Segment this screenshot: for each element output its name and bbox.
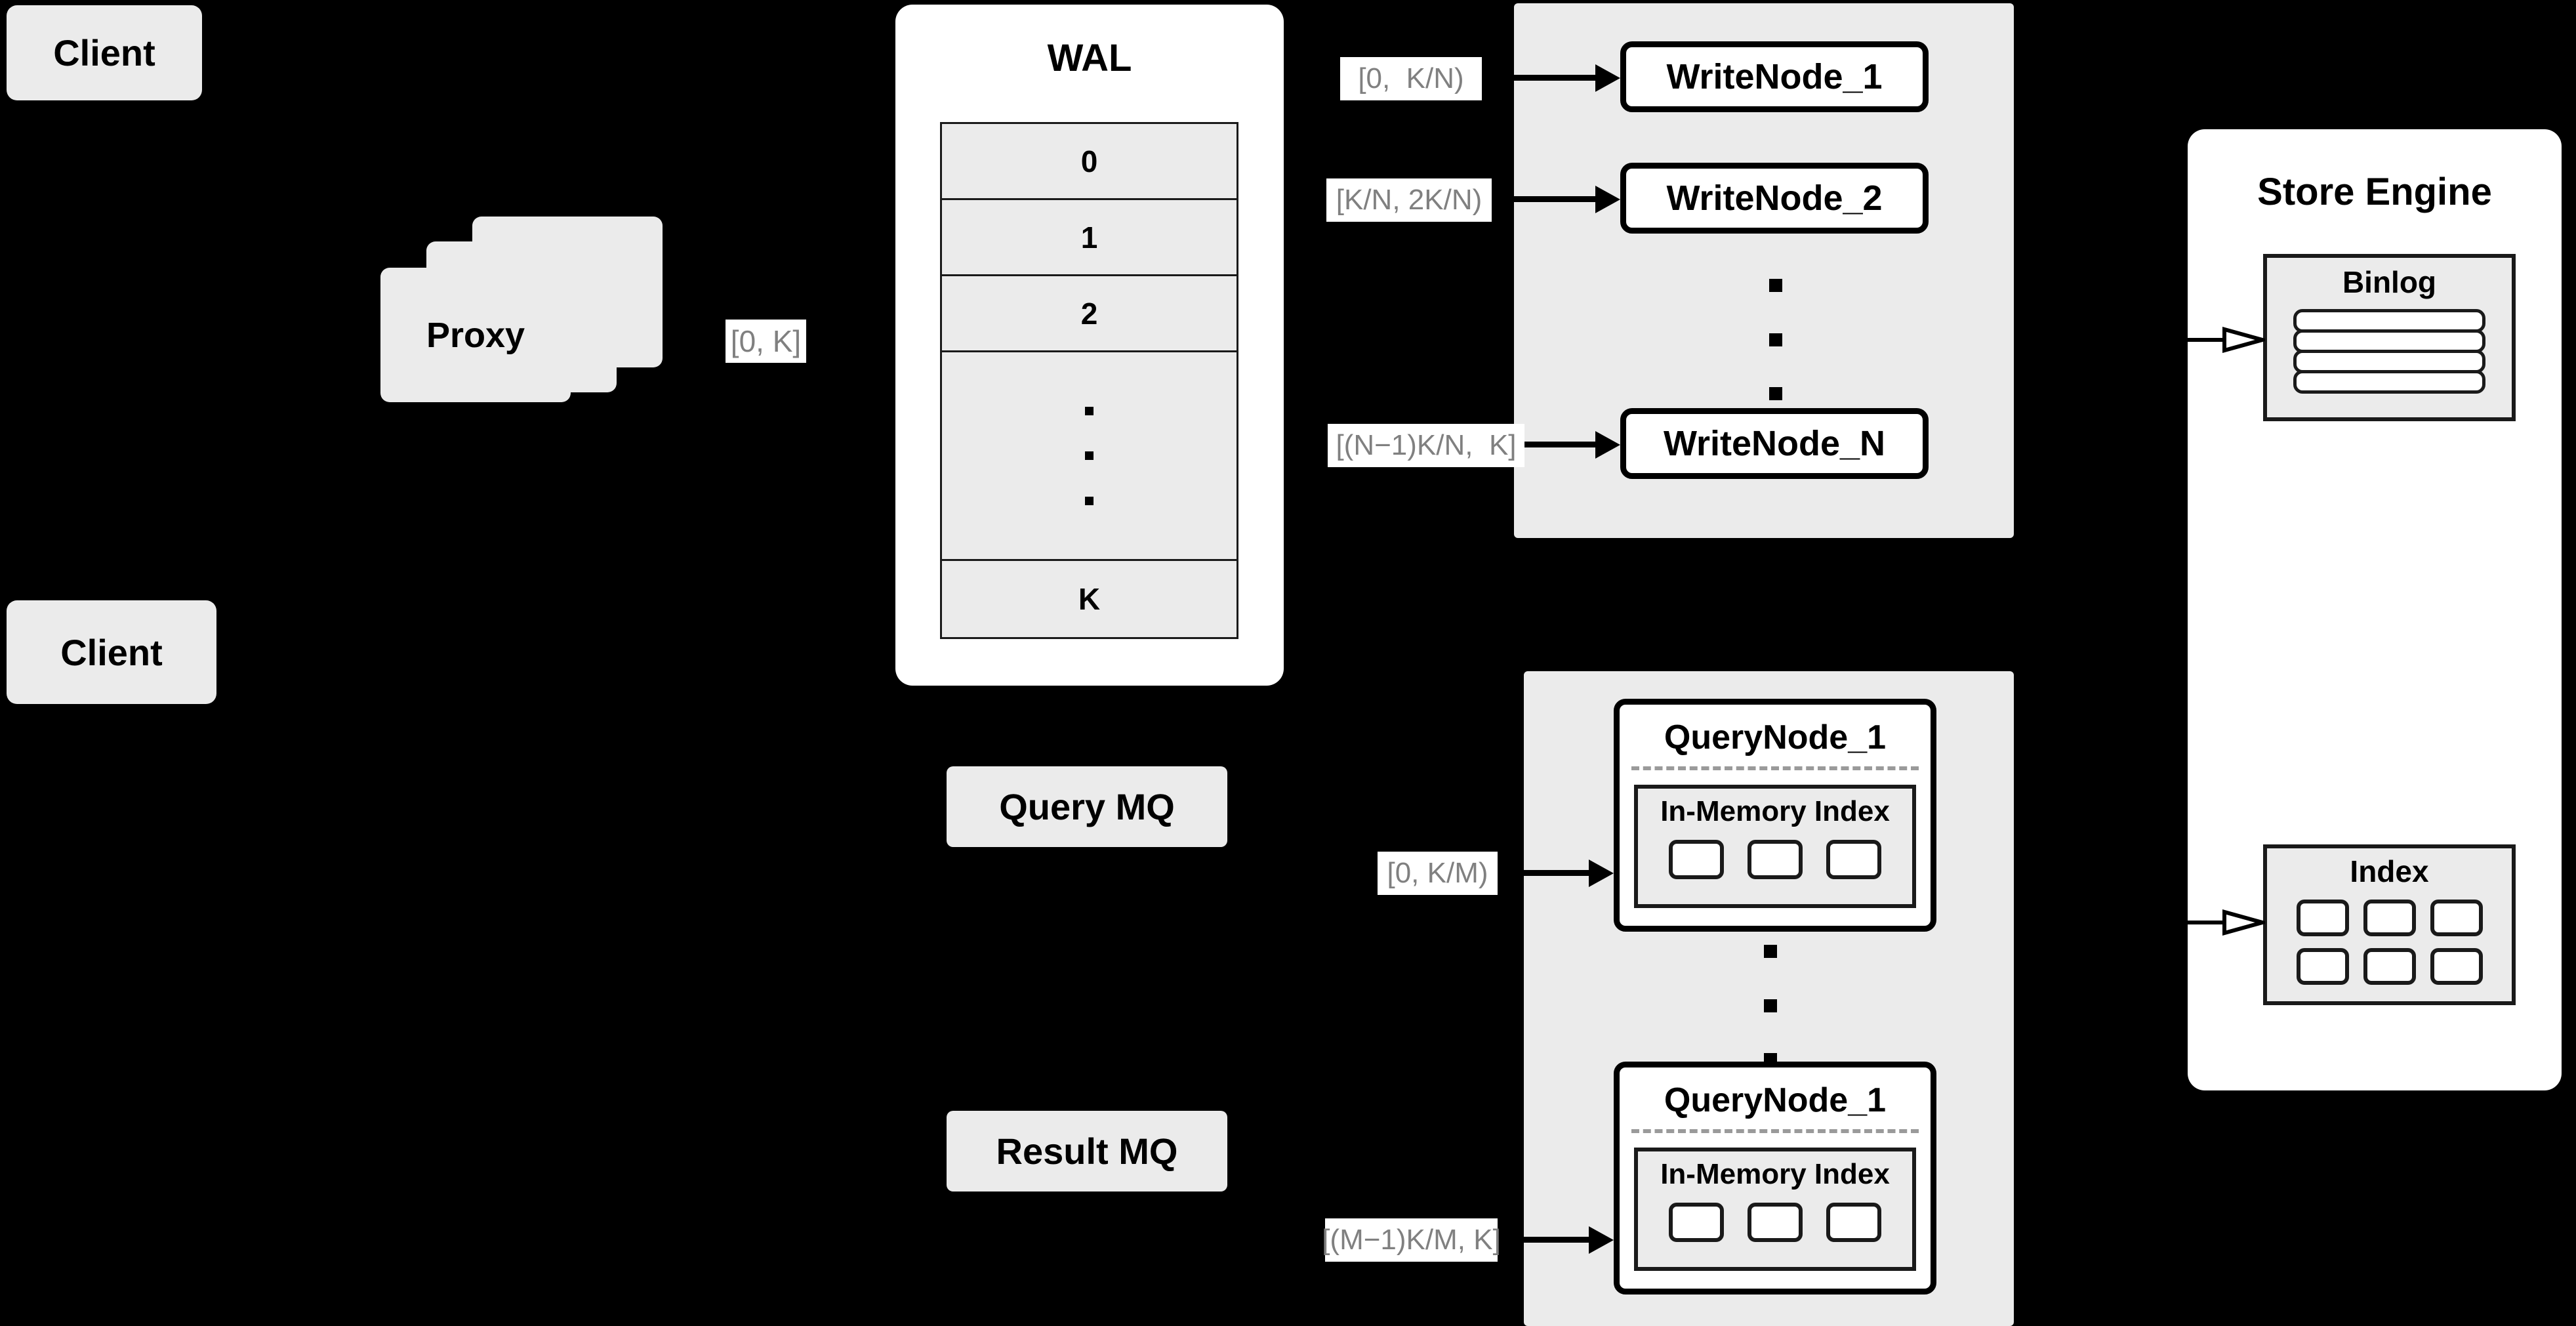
index-chip [1826, 1203, 1881, 1242]
store-index-chip-row [2296, 948, 2483, 985]
binlog-bar [2293, 370, 2485, 394]
store-index-inbound-arrow [2188, 907, 2265, 938]
query-node-1-range-label: [0, K/M) [1378, 852, 1498, 895]
query-node-title: QueryNode_1 [1664, 718, 1887, 756]
store-index-chip [2363, 948, 2416, 985]
binlog-inbound-arrow [2188, 324, 2265, 356]
write-node-2-range-label: [K/N, 2K/N) [1326, 178, 1492, 222]
range-text: [K/N, 2K/N) [1336, 184, 1482, 216]
query-node-divider [1631, 1129, 1919, 1133]
store-index-chip-row [2296, 900, 2483, 936]
client-box-1[interactable]: Client [7, 5, 202, 100]
result-mq-box[interactable]: Result MQ [947, 1111, 1227, 1191]
range-text: [0, K/M) [1387, 857, 1488, 889]
in-memory-index-panel: In-Memory Index [1634, 785, 1916, 908]
arrow-head-icon [1595, 64, 1620, 92]
wal-cell-ellipsis [940, 350, 1238, 559]
arrow-head-icon [1589, 1226, 1614, 1254]
wal-cell: K [940, 559, 1238, 639]
binlog-bar-list [2293, 309, 2485, 394]
vertical-ellipsis-icon [1085, 406, 1094, 505]
query-node-1[interactable]: QueryNode_1 In-Memory Index [1614, 699, 1936, 932]
write-node-label: WriteNode_N [1663, 424, 1886, 463]
range-text: [0, K/N) [1358, 62, 1464, 94]
range-text: [(M−1)K/M, K] [1322, 1224, 1501, 1256]
binlog-panel: Binlog [2263, 254, 2516, 421]
index-chip [1748, 1203, 1803, 1242]
query-node-divider [1631, 766, 1919, 770]
arrow-head-icon [1595, 430, 1620, 459]
store-index-chip-grid [2267, 900, 2512, 985]
query-node-1-arrow [1503, 858, 1614, 888]
write-node-2[interactable]: WriteNode_2 [1620, 163, 1929, 234]
store-index-chip [2296, 948, 2349, 985]
store-index-chip [2296, 900, 2349, 936]
wal-cell: 0 [940, 122, 1238, 198]
result-mq-label: Result MQ [996, 1130, 1178, 1172]
store-index-title: Index [2350, 854, 2429, 888]
write-node-label: WriteNode_2 [1666, 178, 1883, 218]
query-cluster-ellipsis-icon [1761, 945, 1780, 1066]
write-node-2-arrow [1492, 184, 1620, 214]
query-node-m[interactable]: QueryNode_1 In-Memory Index [1614, 1062, 1936, 1295]
index-chip [1669, 1203, 1724, 1242]
store-engine-title: Store Engine [2257, 171, 2492, 213]
write-node-n-arrow [1524, 430, 1620, 459]
store-index-chip [2363, 900, 2416, 936]
index-chip [1748, 840, 1803, 879]
range-text: [(N−1)K/N, K] [1336, 429, 1517, 461]
in-memory-index-title: In-Memory Index [1660, 1158, 1890, 1190]
in-memory-index-panel: In-Memory Index [1634, 1148, 1916, 1271]
proxy-front[interactable]: Proxy [380, 268, 571, 402]
binlog-title: Binlog [2342, 265, 2437, 299]
wal-cell-list: 0 1 2 K [940, 122, 1238, 639]
write-node-1-range-label: [0, K/N) [1340, 57, 1482, 100]
wal-cell: 2 [940, 274, 1238, 350]
store-index-chip [2430, 948, 2483, 985]
write-node-1-arrow [1492, 63, 1620, 93]
store-engine-panel: Store Engine Binlog Index [2188, 129, 2562, 1090]
write-node-n-range-label: [(N−1)K/N, K] [1328, 424, 1524, 467]
in-memory-index-title: In-Memory Index [1660, 795, 1890, 827]
wal-cell: 1 [940, 198, 1238, 274]
query-node-title: QueryNode_1 [1664, 1081, 1887, 1119]
range-text: [0, K] [730, 324, 802, 358]
index-chip [1669, 840, 1724, 879]
arrow-head-icon [1589, 859, 1614, 887]
client-box-2[interactable]: Client [7, 600, 216, 704]
index-chip-row [1638, 840, 1912, 879]
wal-title: WAL [1047, 37, 1132, 79]
index-chip [1826, 840, 1881, 879]
write-node-n[interactable]: WriteNode_N [1620, 408, 1929, 479]
write-node-label: WriteNode_1 [1666, 57, 1883, 96]
query-node-m-range-label: [(M−1)K/M, K] [1322, 1218, 1501, 1262]
wal-panel: WAL 0 1 2 K [895, 5, 1284, 686]
client-label: Client [60, 631, 163, 673]
store-index-panel: Index [2263, 844, 2516, 1005]
query-mq-box[interactable]: Query MQ [947, 766, 1227, 847]
proxy-stack[interactable]: Proxy [380, 217, 663, 433]
write-cluster-ellipsis-icon [1766, 279, 1786, 400]
arrow-head-icon [1595, 185, 1620, 213]
store-index-chip [2430, 900, 2483, 936]
proxy-label: Proxy [426, 315, 525, 355]
write-node-1[interactable]: WriteNode_1 [1620, 41, 1929, 112]
client-label: Client [53, 32, 155, 73]
index-chip-row [1638, 1203, 1912, 1242]
query-mq-label: Query MQ [999, 786, 1175, 827]
query-node-m-arrow [1503, 1225, 1614, 1254]
proxy-output-range-label: [0, K] [726, 320, 806, 363]
